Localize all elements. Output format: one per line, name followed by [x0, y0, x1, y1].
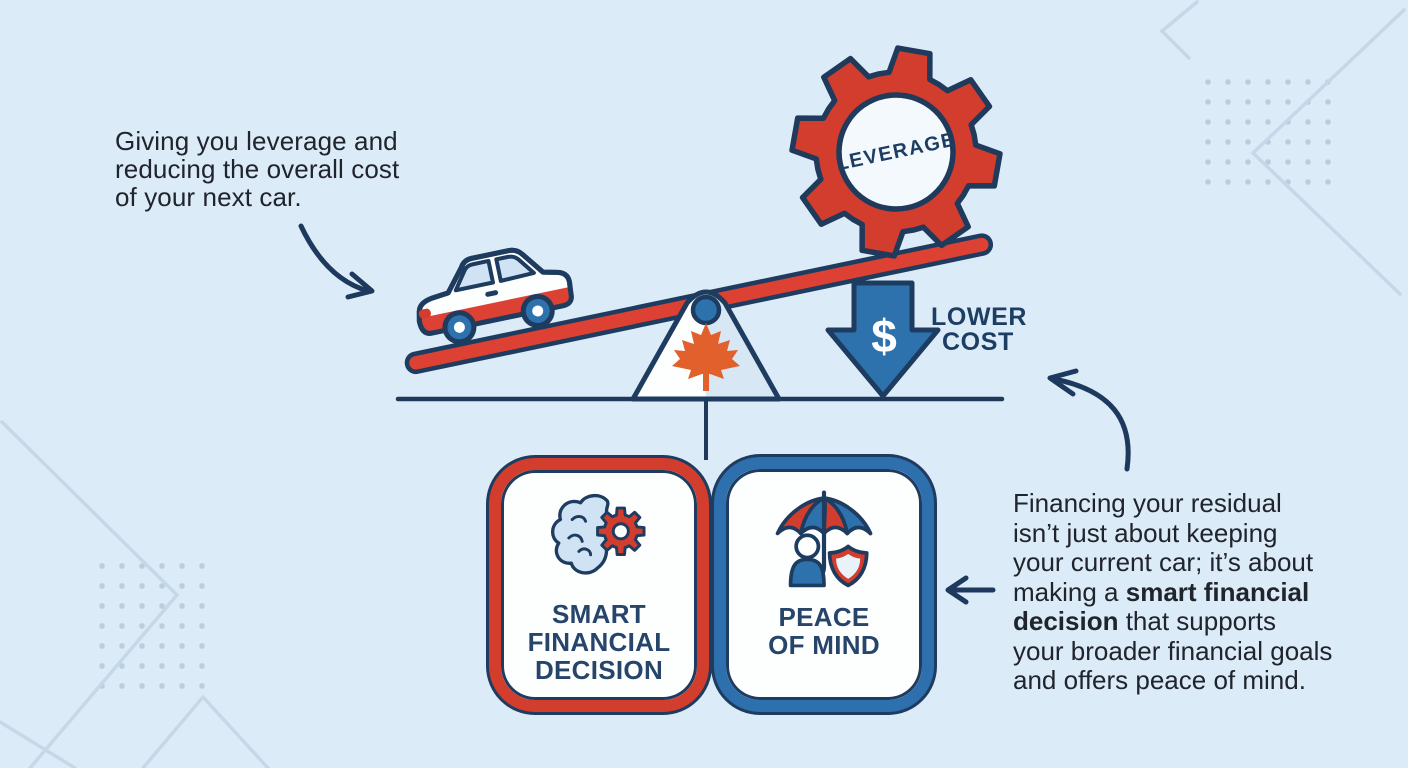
dollar-down-arrow-icon: $ [825, 280, 941, 399]
note-line: reducing the overall cost [115, 154, 400, 184]
lower-cost-caption: LOWER COST [931, 305, 1027, 355]
card-title: SMART FINANCIAL DECISION [528, 600, 671, 684]
pivot-circle [690, 294, 722, 326]
brain-gear-icon [550, 493, 646, 575]
note-line: Giving you leverage and [115, 126, 398, 156]
paragraph-line: Financing your residual [1013, 488, 1282, 518]
caption-line: COST [942, 328, 1014, 356]
paragraph-line: decision that supports [1013, 606, 1277, 636]
paragraph-line: and offers peace of mind. [1013, 665, 1306, 695]
paragraph-line: making a smart financial [1013, 576, 1310, 607]
fulcrum [630, 289, 782, 402]
car-wheel-rear [520, 293, 555, 328]
paragraph-line: your current car; it’s about [1013, 547, 1314, 577]
dollar-sign: $ [871, 310, 897, 362]
note-curved-arrow [298, 223, 375, 300]
car-wheel-front [442, 310, 477, 345]
paragraph-curved-arrow [1047, 368, 1131, 472]
card-title-line: DECISION [534, 655, 664, 685]
dot-grid-top-right [1198, 72, 1336, 194]
paragraph-line: your broader financial goals [1013, 635, 1333, 666]
peace-of-mind-card: PEACE OF MIND [714, 457, 934, 712]
financing-paragraph: Financing your residual isn’t just about… [1013, 488, 1333, 696]
maple-leaf-icon [672, 323, 740, 391]
card-title-line: FINANCIAL [527, 627, 671, 657]
leverage-note: Giving you leverage and reducing the ove… [115, 127, 399, 211]
paragraph-line: isn’t just about keeping [1013, 517, 1278, 548]
leverage-gear-icon: LEVERAGE [789, 45, 1003, 259]
card-title-line: PEACE [778, 602, 870, 632]
umbrella-person-shield-icon [775, 490, 873, 588]
card-title-line: OF MIND [768, 630, 880, 660]
note-line: of your next car. [115, 182, 302, 212]
caption-line: LOWER [931, 303, 1028, 331]
smart-financial-decision-card: SMART FINANCIAL DECISION [489, 458, 709, 712]
paragraph-left-arrow [945, 575, 996, 605]
car-icon [416, 247, 574, 345]
card-title: PEACE OF MIND [768, 603, 880, 659]
card-title-line: SMART [552, 599, 646, 629]
